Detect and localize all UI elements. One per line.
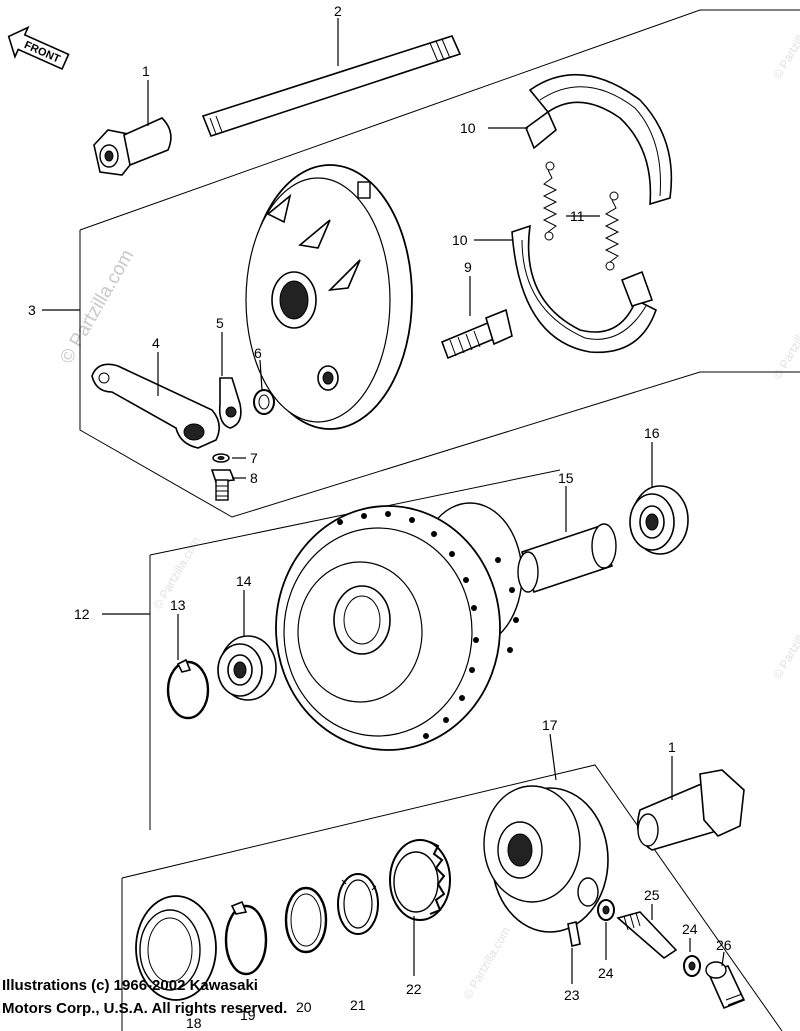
washer-part-7 — [212, 453, 230, 463]
callout-2: 2 — [334, 3, 342, 19]
callout-10-upper: 10 — [460, 120, 476, 136]
callout-23: 23 — [564, 987, 580, 1003]
oil-seal-part — [135, 895, 217, 1001]
callout-26: 26 — [716, 937, 732, 953]
copyright-line-2: Motors Corp., U.S.A. All rights reserved… — [2, 1000, 288, 1017]
callout-21: 21 — [350, 997, 366, 1013]
bushing-part-26 — [705, 961, 746, 1010]
bearing-part-16 — [629, 485, 689, 555]
callout-9: 9 — [464, 259, 472, 275]
group-outline-gear — [121, 764, 783, 1031]
callout-25: 25 — [644, 887, 660, 903]
spacer-tube-part — [517, 523, 617, 594]
axle-nut-part — [93, 117, 172, 176]
watermark-text-6: © Partzilla.com — [460, 924, 513, 1001]
group-outline-brake-panel-lower — [79, 230, 800, 518]
watermark-text-2: © Partzilla.com — [770, 4, 800, 81]
callout-10-lower: 10 — [452, 232, 468, 248]
bolt-part-8 — [210, 469, 236, 501]
indicator-plate-part — [218, 377, 242, 429]
callout-8: 8 — [250, 470, 258, 486]
brake-shoe-upper-part — [525, 73, 673, 206]
callout-22: 22 — [406, 981, 422, 997]
brake-shoe-lower-part — [511, 224, 657, 354]
callout-18: 18 — [186, 1015, 202, 1031]
group-outline-brake-panel — [79, 9, 800, 231]
callout-1-lower: 1 — [668, 739, 676, 755]
front-arrow-icon: FRONT — [7, 25, 70, 71]
circlip-part-19 — [224, 900, 268, 976]
callout-15: 15 — [558, 470, 574, 486]
callout-12: 12 — [74, 606, 90, 622]
circlip-part-13 — [166, 658, 210, 720]
watermark-text-3: © Partzilla.com — [770, 304, 800, 381]
spring-part-11a — [542, 161, 558, 241]
washer-part-24a — [597, 899, 615, 921]
callout-4: 4 — [152, 335, 160, 351]
watermark-text: © Partzilla.com — [56, 246, 138, 367]
pinion-gear-part — [616, 911, 678, 960]
callout-20: 20 — [296, 999, 312, 1015]
drive-gear-part — [389, 839, 451, 921]
copyright-line-1: Illustrations (c) 1966-2002 Kawasaki — [2, 977, 258, 994]
washer-part-20 — [284, 886, 328, 954]
callout-labels: 1 2 3 4 5 6 7 8 9 10 10 11 12 13 14 15 1… — [28, 3, 732, 1031]
callout-13: 13 — [170, 597, 186, 613]
brake-panel-part — [245, 164, 413, 430]
callout-17: 17 — [542, 717, 558, 733]
brake-lever-part — [91, 363, 220, 449]
wheel-hub-part — [275, 502, 523, 751]
watermark-text-4: © Partzilla.com — [770, 604, 800, 681]
callout-16: 16 — [644, 425, 660, 441]
copyright-notice: Illustrations (c) 1966-2002 Kawasaki Mot… — [2, 974, 287, 1020]
spring-part-11b — [604, 191, 620, 271]
callout-6: 6 — [254, 345, 262, 361]
callout-11: 11 — [570, 208, 585, 224]
callout-7: 7 — [250, 450, 258, 466]
axle-shaft-part — [201, 35, 462, 137]
callout-24-left: 24 — [598, 965, 614, 981]
pin-part-23 — [567, 921, 581, 947]
callout-5: 5 — [216, 315, 224, 331]
axle-nut-part-lower — [636, 769, 745, 851]
washer-part-6 — [253, 389, 275, 415]
callout-14: 14 — [236, 573, 252, 589]
washer-part-24b — [683, 955, 701, 977]
callout-19: 19 — [240, 1007, 256, 1023]
callout-3: 3 — [28, 302, 36, 318]
leader-lines — [42, 18, 725, 984]
bearing-part-14 — [217, 635, 277, 701]
gear-housing-part — [483, 785, 609, 933]
callout-24-right: 24 — [682, 921, 698, 937]
brake-cam-part — [440, 308, 513, 360]
callout-1: 1 — [142, 63, 150, 79]
drive-plate-part — [337, 873, 379, 935]
